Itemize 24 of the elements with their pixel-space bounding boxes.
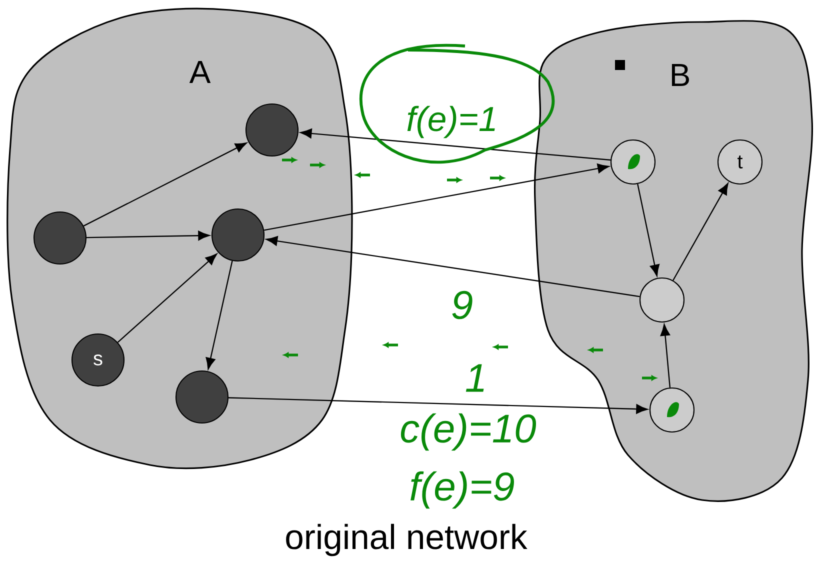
annotation: f(e)=9: [410, 471, 514, 509]
annotation: f(e)=1: [407, 106, 495, 138]
arrow: [206, 260, 233, 370]
annotation: c(e)=10: [400, 413, 536, 451]
vertex-circle: [211, 208, 265, 262]
annotation: 1: [466, 364, 484, 392]
arrow: [672, 183, 728, 281]
arrow: [300, 128, 611, 161]
arrow: [117, 254, 218, 343]
vertex-circle: [175, 370, 229, 424]
vertex-circle: [639, 277, 685, 323]
arrow: [86, 230, 210, 240]
arrow: [660, 324, 671, 388]
arrow: [228, 397, 648, 414]
arrow: [266, 236, 640, 298]
arrow: [83, 142, 247, 226]
arrow: [264, 164, 610, 231]
vertex-circle: [33, 211, 87, 265]
arrow: [637, 184, 660, 276]
vertex-circle: [245, 103, 299, 157]
vertex-circle: [610, 139, 656, 185]
vertex-circle: [649, 387, 695, 433]
caption: original network: [286, 524, 528, 556]
annotation: 9: [452, 290, 472, 320]
